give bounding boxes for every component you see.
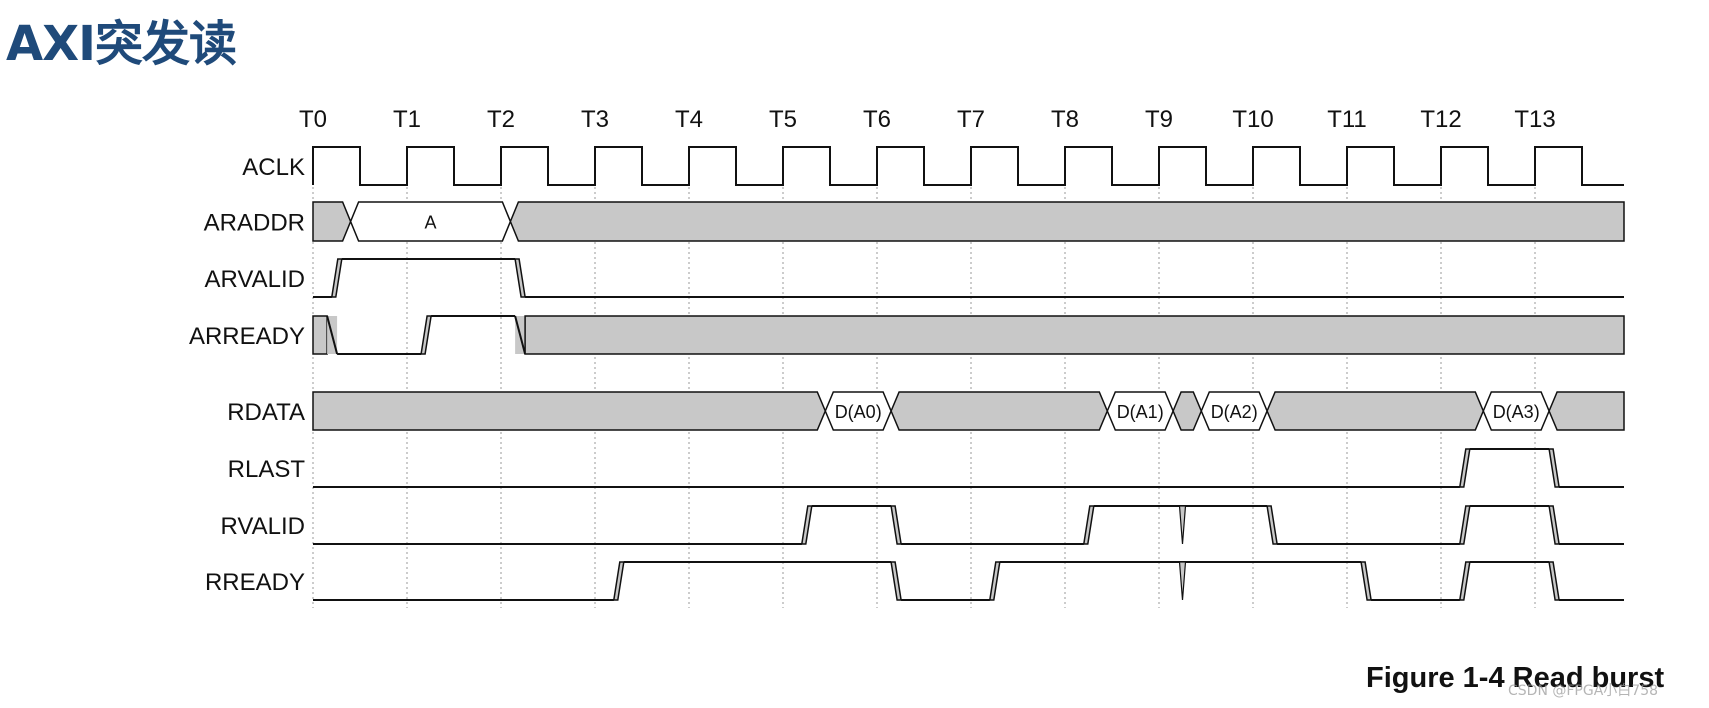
glitch-mark — [1178, 505, 1187, 545]
time-label: T0 — [299, 106, 327, 133]
bus-value: D(A1) — [1117, 402, 1164, 422]
edge-transition — [1548, 448, 1560, 488]
edge-transition — [800, 505, 813, 545]
figure-caption: Figure 1-4 Read burst — [1366, 662, 1665, 694]
time-label: T9 — [1145, 106, 1173, 133]
time-label: T13 — [1514, 106, 1555, 133]
time-label: T6 — [863, 106, 891, 133]
bus-invalid-segment — [1548, 391, 1625, 431]
page-title: AXI突发读 — [6, 16, 237, 72]
edge-transition — [1458, 448, 1471, 488]
signal-label: RLAST — [228, 456, 306, 483]
edge-transition — [890, 561, 902, 601]
edge-transition — [988, 561, 1001, 601]
edge-transition — [612, 561, 625, 601]
time-label: T2 — [487, 106, 515, 133]
signal-label: ARADDR — [204, 210, 305, 237]
time-label: T8 — [1051, 106, 1079, 133]
edge-line — [514, 315, 527, 355]
time-label: T10 — [1232, 106, 1273, 133]
edge-transition — [890, 505, 902, 545]
bus-invalid-segment — [509, 201, 1625, 242]
time-label: T1 — [393, 106, 421, 133]
glitch-mark — [1178, 561, 1187, 601]
edge-transition — [1458, 561, 1471, 601]
time-label: T4 — [675, 106, 703, 133]
bus-value: A — [424, 213, 436, 233]
clock-waveform — [312, 146, 1624, 186]
time-label: T12 — [1420, 106, 1461, 133]
edge-transition — [420, 315, 432, 355]
edge-transition — [1458, 505, 1471, 545]
signal-label: RDATA — [227, 399, 305, 426]
logic-invalid-region — [312, 315, 328, 355]
bus-value: D(A0) — [835, 402, 882, 422]
time-label: T11 — [1327, 106, 1367, 133]
watermark: CSDN @FPGA小白758 — [1508, 683, 1659, 699]
bus-invalid-segment — [1172, 391, 1203, 431]
edge-transition — [1360, 561, 1372, 601]
edge-transition — [330, 258, 343, 298]
bus-value: D(A2) — [1211, 402, 1258, 422]
signal-label: ARVALID — [205, 266, 306, 293]
bus-invalid-segment — [312, 201, 352, 242]
time-label: T7 — [957, 106, 985, 133]
logic-invalid-region — [524, 315, 1625, 355]
signal-label: RVALID — [221, 513, 305, 540]
signal-label: ACLK — [242, 154, 305, 181]
bus-invalid-segment — [890, 391, 1109, 431]
bus-invalid-segment — [312, 391, 827, 431]
edge-line — [326, 315, 339, 355]
edge-transition — [1082, 505, 1095, 545]
signal-label: ARREADY — [189, 323, 305, 350]
edge-transition — [1548, 561, 1560, 601]
edge-transition — [1266, 505, 1278, 545]
bus-value: D(A3) — [1493, 402, 1540, 422]
bus-invalid-segment — [1266, 391, 1485, 431]
signal-label: RREADY — [205, 569, 305, 596]
time-label: T3 — [581, 106, 609, 133]
edge-transition — [1548, 505, 1560, 545]
time-label: T5 — [769, 106, 797, 133]
edge-transition — [514, 258, 526, 298]
